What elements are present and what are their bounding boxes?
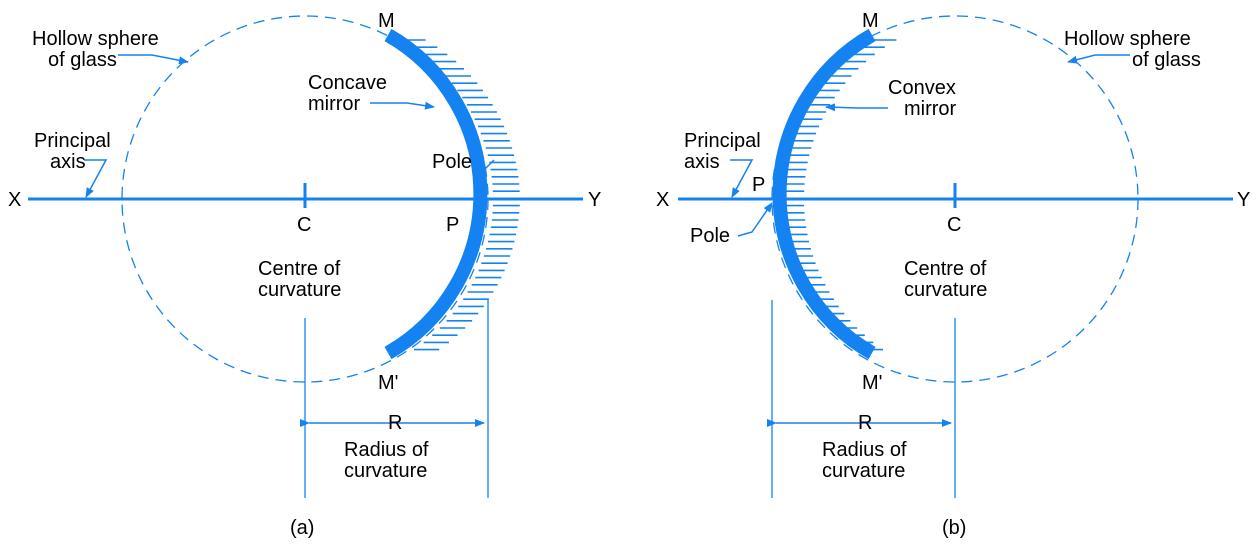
centre-label-line2-b: curvature bbox=[904, 279, 987, 301]
mirror-hatching-b bbox=[777, 39, 897, 351]
sphere-leader-a bbox=[118, 54, 189, 65]
point-m-b: M bbox=[862, 10, 879, 32]
panel-convex-mirror: M Hollow sphere of glass Convex mirror P… bbox=[656, 10, 1250, 539]
mirror-hatching-a bbox=[400, 39, 520, 351]
radius-label-line2-b: curvature bbox=[822, 460, 905, 482]
mirror-label-line2-b: mirror bbox=[904, 98, 957, 120]
radius-label-line1-a: Radius of bbox=[344, 439, 429, 461]
point-m-a: M bbox=[378, 10, 395, 32]
pole-leader-a bbox=[481, 159, 495, 173]
mirror-label-line2-a: mirror bbox=[308, 93, 361, 115]
mirror-label-line1-a: Concave bbox=[308, 72, 387, 94]
pole-label-b: Pole bbox=[690, 225, 730, 247]
r-label-b: R bbox=[858, 412, 872, 434]
point-m-prime-a: M' bbox=[378, 372, 398, 394]
caption-b: (b) bbox=[942, 517, 966, 539]
sphere-leader-b bbox=[1067, 54, 1130, 64]
mirror-leader-b bbox=[825, 103, 888, 112]
point-y-a: Y bbox=[588, 189, 601, 211]
point-x-a: X bbox=[8, 189, 21, 211]
centre-label-line1-a: Centre of bbox=[258, 258, 341, 280]
point-c-b: C bbox=[947, 214, 961, 236]
axis-leader-a bbox=[84, 159, 108, 198]
point-m-prime-b: M' bbox=[862, 372, 882, 394]
radius-label-line1-b: Radius of bbox=[822, 439, 907, 461]
panel-concave-mirror: Hollow sphere of glass M Concave mirror … bbox=[8, 10, 601, 539]
sphere-label-line2-b: of glass bbox=[1132, 49, 1201, 71]
r-label-a: R bbox=[388, 412, 402, 434]
axis-label-line1-a: Principal bbox=[34, 130, 111, 152]
mirror-leader-a bbox=[370, 101, 435, 110]
pole-label-a: Pole bbox=[432, 151, 472, 173]
sphere-label-line1-a: Hollow sphere bbox=[32, 28, 159, 50]
concave-mirror-a bbox=[384, 28, 488, 360]
mirror-label-line1-b: Convex bbox=[888, 77, 956, 99]
sphere-label-line1-b: Hollow sphere bbox=[1064, 28, 1191, 50]
axis-leader-b bbox=[730, 159, 754, 198]
sphere-label-line2-a: of glass bbox=[48, 49, 117, 71]
point-y-b: Y bbox=[1237, 189, 1250, 211]
pole-leader-b bbox=[737, 202, 773, 237]
axis-label-line1-b: Principal bbox=[684, 130, 761, 152]
point-p-a: P bbox=[446, 214, 459, 236]
centre-label-line2-a: curvature bbox=[258, 279, 341, 301]
centre-label-line1-b: Centre of bbox=[904, 258, 987, 280]
axis-label-line2-a: axis bbox=[50, 151, 86, 173]
point-x-b: X bbox=[656, 189, 669, 211]
caption-a: (a) bbox=[290, 517, 314, 539]
convex-mirror-b bbox=[772, 28, 876, 360]
radius-label-line2-a: curvature bbox=[344, 460, 427, 482]
point-c-a: C bbox=[297, 214, 311, 236]
axis-label-line2-b: axis bbox=[684, 151, 720, 173]
point-p-b: P bbox=[752, 174, 765, 196]
